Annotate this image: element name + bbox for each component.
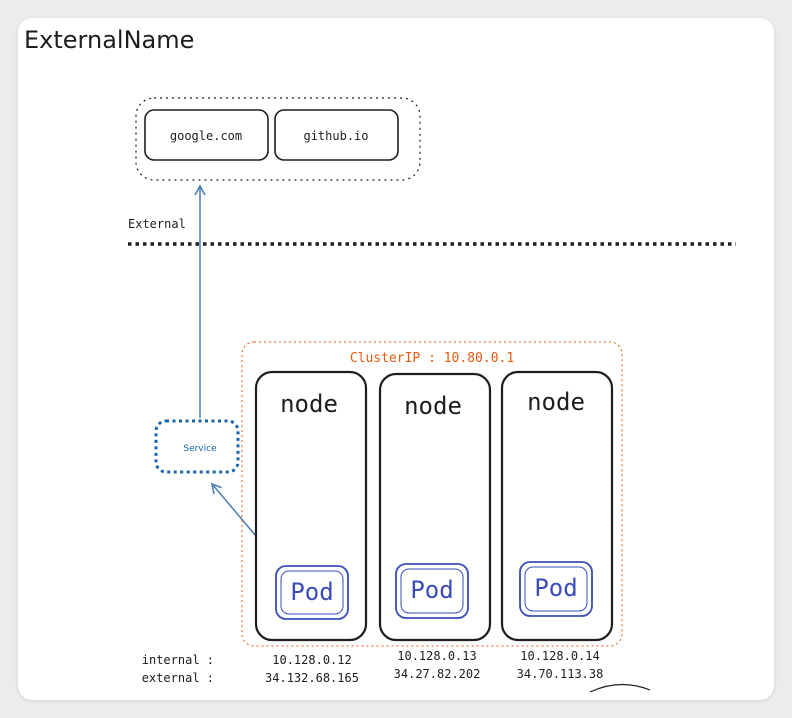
partial-curve-stroke (589, 683, 651, 693)
node-label-1: node (280, 390, 338, 418)
pod-label-1: Pod (290, 578, 333, 606)
host-box-google[interactable] (144, 109, 269, 161)
pod-label-2: Pod (410, 576, 453, 604)
external-hosts-group (135, 97, 421, 181)
pod-inner-2 (400, 568, 464, 614)
node-label-3: node (527, 388, 585, 416)
service-label: Service (183, 444, 217, 454)
cluster-label: ClusterIP : 10.80.0.1 (350, 351, 514, 366)
cluster-group (241, 341, 623, 647)
internal-ip-caption: internal : (142, 653, 214, 667)
node-label-2: node (404, 392, 462, 420)
node-3-internal-ip: 10.128.0.14 (520, 649, 599, 663)
external-ip-caption: external : (142, 671, 214, 685)
host-box-github[interactable] (274, 109, 399, 161)
host-label-google: google.com (170, 129, 242, 143)
pod-label-3: Pod (534, 574, 577, 602)
pod-box-2[interactable] (395, 563, 469, 619)
service-box[interactable] (154, 419, 240, 474)
node-1-internal-ip: 10.128.0.12 (272, 653, 351, 667)
pod-inner-3 (524, 566, 588, 612)
node-2-external-ip: 34.27.82.202 (394, 667, 481, 681)
diagram-canvas: google.com github.io External Service Cl… (128, 97, 736, 693)
host-label-github: github.io (303, 129, 368, 143)
pod-box-1[interactable] (275, 565, 349, 620)
pod-inner-1 (280, 570, 344, 615)
node-1-external-ip: 34.132.68.165 (265, 671, 359, 685)
pod-box-3[interactable] (519, 561, 593, 617)
node-3-external-ip: 34.70.113.38 (517, 667, 604, 681)
boundary-label: External (128, 217, 186, 231)
page-title: ExternalName (24, 26, 195, 54)
diagram-card: ExternalName google.com github.io Extern… (18, 18, 774, 700)
node-2-internal-ip: 10.128.0.13 (397, 649, 476, 663)
